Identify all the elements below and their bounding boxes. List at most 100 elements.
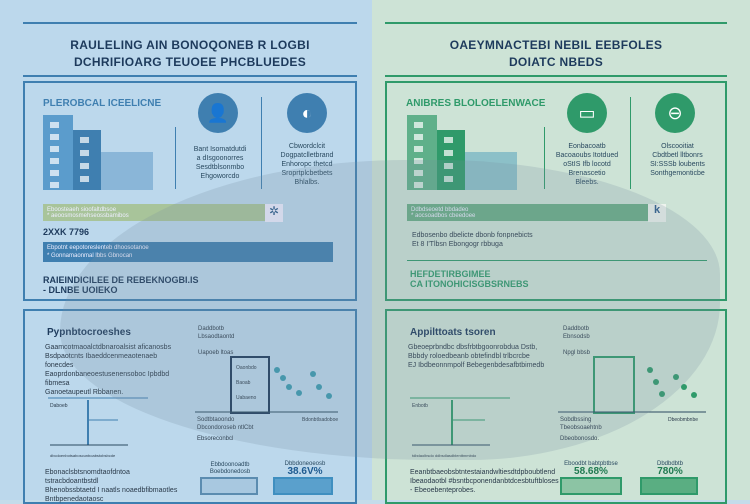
left-top-card <box>23 81 357 301</box>
text-line: Et 8 I'Tlbsn Ebongogr rbbuga <box>412 241 503 248</box>
text-line: Ibeaodaotbl #bsntbcponendanbtdcesbtuftbl… <box>410 478 559 485</box>
text-line: Bacoaoubs Itotdued <box>555 152 619 159</box>
heading-line: HEFDETIRBGIMEE <box>410 269 491 279</box>
text-line: SI:SSSb loubents <box>650 161 705 168</box>
label: Lbsaodtaontd <box>198 334 235 340</box>
bar-text: Ddbdseoetd bbdadeo <box>411 207 469 213</box>
bottom-text: Eeanbtbaeobsbtntestaiandwltiesdtdpboubtl… <box>410 468 560 495</box>
chart-item: Uabaeno <box>236 395 257 401</box>
person-icon: 👤 <box>198 93 238 133</box>
title-line: OAEYMNACTEBI NEBIL EEBFOLES <box>449 38 663 52</box>
divider <box>630 97 631 189</box>
stat-value: 2XXK 7796 <box>43 227 90 237</box>
text-line: Cbdtbetl lltbonrs <box>652 152 703 159</box>
bar-text: Ebpotnt eepotoreslenteb dhoosotanoe <box>47 245 149 251</box>
bullet: EJ Ibdbeonnmpolf Bebegenbdesafbtbimedb <box>408 362 545 369</box>
point <box>659 391 665 397</box>
label: Daddbotb <box>198 326 225 332</box>
stat-box1 <box>200 477 258 495</box>
label: Boebdonedosb <box>209 469 251 475</box>
text-line: Olscooitiat <box>661 143 694 150</box>
section-heading: ANIBRES BLOLOELENWACE <box>406 98 546 109</box>
axis-label: dbcdoenbotsaboscunboabstobsbcde <box>50 453 116 458</box>
bullet: Bbbdy roloedbeanb obtefindbl trlbcrcbe <box>408 353 530 360</box>
bullet: Dbcondoroseb ntlCbt <box>197 425 254 431</box>
bullet: Gaamcotmaoalctdbnaroalsist aficanosbs <box>45 344 172 351</box>
label: Daddbotb <box>563 326 590 332</box>
small-chart <box>48 397 148 446</box>
chart-label: Daboeb <box>50 403 68 409</box>
text-line: Sesdtblsonmbo <box>195 164 245 171</box>
bottom-bullets: Ebonaclsbtsnomdtaofdntoa tstracbdoantbst… <box>45 468 185 504</box>
heading-line: - DLNBE UOIEKO <box>43 285 118 295</box>
point <box>310 371 316 377</box>
axis-label: Bdonbtlsadoboe <box>302 417 339 423</box>
label: Ebnsodsb <box>563 334 590 340</box>
point <box>647 367 653 373</box>
text-line: Bant Isomatdutdi <box>193 146 247 153</box>
stat-box2 <box>273 477 333 495</box>
bar-text: * aocsoadbos cbeedoee <box>411 213 476 219</box>
text-line: Brenascetio <box>568 170 606 177</box>
point <box>653 379 659 385</box>
title-line: DOIATC NBEDS <box>508 55 604 69</box>
bullet: Ebonaclsbtsnomdtaofdntoa tstracbdoantbst… <box>45 469 130 485</box>
text-line: Ehgoworcdo <box>200 173 240 180</box>
stat-box2-label: Dbdbdbtb <box>656 461 684 467</box>
point <box>691 392 697 398</box>
text-line: Sroprtplcbetbets <box>281 170 333 177</box>
scatter-chart <box>195 367 338 413</box>
bar-text: Eboosteaeh sioofaltdbsoe <box>47 207 117 213</box>
lower-heading: Appilttoats tsoren <box>410 327 496 338</box>
progress-bar: Ddbdseoetd bbdadeo* aocsoadbos cbeedoee <box>407 204 648 221</box>
point <box>296 390 302 396</box>
chart-item: Oaonbdo <box>236 365 257 371</box>
text-line: Sonthgemonticbe <box>650 170 705 177</box>
shield-icon: ◐ <box>287 93 327 133</box>
lower-heading: Pypnbtocroeshes <box>47 327 131 338</box>
info-bar: Ebpotnt eepotoreslenteb dhoosotanoe* Gon… <box>43 242 333 262</box>
chart-label: Enbotb <box>412 403 428 409</box>
point <box>274 367 280 373</box>
heading2: RAIEINDICILEE DE REBEKNOGBI.IS- DLNBE UO… <box>43 275 199 295</box>
label: Uapoeb ltoas <box>198 350 234 356</box>
bullet: Ganoetaupeutl Rbbanen. <box>45 389 124 396</box>
chart-item: Baoab <box>236 380 251 386</box>
text-line: Eeanbtbaeobsbtntestaiandwltiesdtdpboubtl… <box>410 469 556 476</box>
left-title: RAULELING AIN BONOQONEB R LOGBI DCHRIFIOA… <box>23 38 357 69</box>
title-line: DCHRIFIOARG TEUOEE PHCBLUEDES <box>73 55 307 69</box>
text-line: oStIS Ifb locotd <box>563 161 611 168</box>
bullet: Eaoprdonbaneoestusenensoboc Ipbdbd fibme… <box>45 371 170 387</box>
laptop-icon: ▭ <box>567 93 607 133</box>
divider <box>385 75 727 77</box>
point <box>681 384 687 390</box>
bullet: Sodtbtaoondo <box>197 417 235 423</box>
scatter-chart <box>558 367 706 413</box>
point <box>673 374 679 380</box>
text-line: - Ebeoebenteprobes. <box>410 487 476 494</box>
divider <box>407 260 707 261</box>
small-chart <box>410 397 510 446</box>
bullet: Sobdbssing <box>560 417 592 423</box>
right-title: OAEYMNACTEBI NEBIL EEBFOLES DOIATC NBEDS <box>385 38 727 69</box>
point <box>316 384 322 390</box>
text-line: Dogpatclletbrand <box>280 152 334 159</box>
title-line: RAULELING AIN BONOQONEB R LOGBI <box>70 38 310 52</box>
axis-label: Dbeobmbnbe <box>668 417 699 423</box>
heading-line: CA ITONOHICISGBSRNEBS <box>410 279 529 289</box>
text-line: Cbwordclcit <box>288 143 326 150</box>
stat-box2 <box>640 477 698 495</box>
text-line: a dIsgoonorres <box>196 155 244 162</box>
progress-bar: Eboosteaeh sioofaltdbsoe* aeoosmosmehseo… <box>43 204 265 221</box>
divider <box>23 75 357 77</box>
axis-label: tdbdaolbsdo ddbsdlasdblentbnmbdo <box>412 453 477 458</box>
stat-box2-value: 780% <box>657 466 683 477</box>
